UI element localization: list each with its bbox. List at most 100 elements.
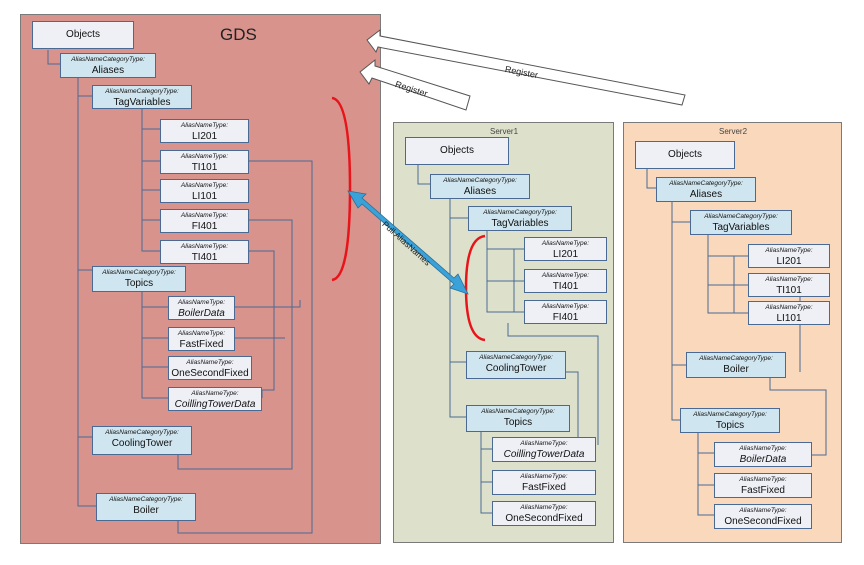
gds-tag-fi401-node[interactable]: AliasNameType: FI401	[160, 209, 249, 233]
node-name: BoilerData	[178, 308, 225, 319]
server1-topic-fastfixed-node[interactable]: AliasNameType: FastFixed	[492, 470, 596, 495]
node-type: AliasNameType:	[180, 153, 229, 160]
node-name: LI101	[191, 191, 218, 202]
node-type: AliasNameType:	[541, 240, 590, 247]
server2-objects-node[interactable]: Objects	[635, 141, 735, 169]
node-type: AliasNameType:	[180, 122, 229, 129]
server1-coolingtower-node[interactable]: AliasNameCategoryType: CoolingTower	[466, 351, 566, 379]
gds-boiler-node[interactable]: AliasNameCategoryType: Boiler	[96, 493, 196, 521]
node-type: AliasNameCategoryType:	[105, 429, 179, 436]
node-type: AliasNameType:	[739, 445, 787, 452]
server2-topic-boilerdata-node[interactable]: AliasNameType: BoilerData	[714, 442, 812, 467]
node-name: Aliases	[689, 189, 723, 200]
server1-aliases-node[interactable]: AliasNameCategoryType: Aliases	[430, 174, 530, 199]
node-type: AliasNameCategoryType:	[693, 411, 767, 418]
node-name: Boiler	[133, 505, 159, 516]
node-name: Aliases	[91, 65, 125, 76]
node-type: AliasNameType:	[191, 390, 239, 397]
server2-boiler-node[interactable]: AliasNameCategoryType: Boiler	[686, 352, 786, 378]
node-name: FI401	[191, 221, 218, 232]
gds-panel	[20, 14, 381, 544]
node-type: AliasNameType:	[739, 507, 787, 514]
node-name: Aliases	[463, 186, 497, 197]
node-type: AliasNameType:	[765, 247, 813, 254]
node-name: OneSecondFixed	[724, 516, 802, 527]
server2-tag-li201-node[interactable]: AliasNameType: LI201	[748, 244, 830, 268]
node-type: AliasNameType:	[739, 476, 787, 483]
server1-title: Server1	[490, 127, 519, 136]
node-name: CoolingTower	[485, 363, 547, 374]
node-type: AliasNameCategoryType:	[481, 408, 555, 415]
gds-aliases-node[interactable]: AliasNameCategoryType: Aliases	[60, 53, 156, 78]
node-name: TI101	[776, 285, 802, 296]
node-name: FastFixed	[522, 482, 566, 493]
server1-tag-li201-node[interactable]: AliasNameType: LI201	[524, 237, 607, 261]
node-type: AliasNameCategoryType:	[71, 56, 145, 63]
node-type: AliasNameCategoryType:	[443, 177, 517, 184]
node-name: FastFixed	[179, 339, 224, 350]
gds-tag-ti101-node[interactable]: AliasNameType: TI101	[160, 150, 249, 174]
server1-topic-onesecondfixed-node[interactable]: AliasNameType: OneSecondFixed	[492, 501, 596, 526]
node-type: AliasNameType:	[541, 272, 590, 279]
node-type: AliasNameType:	[520, 440, 568, 447]
node-name: FastFixed	[741, 485, 785, 496]
node-type: AliasNameCategoryType:	[483, 209, 557, 216]
node-type: AliasNameType:	[177, 330, 226, 337]
server1-tag-fi401-node[interactable]: AliasNameType: FI401	[524, 300, 607, 324]
node-name: Boiler	[723, 364, 749, 375]
node-name: LI201	[552, 249, 579, 260]
node-name: CoolingTower	[111, 438, 173, 449]
server2-topic-fastfixed-node[interactable]: AliasNameType: FastFixed	[714, 473, 812, 498]
node-name: LI101	[776, 313, 802, 324]
node-name: Topics	[124, 278, 154, 289]
node-name: CoillingTowerData	[503, 449, 585, 460]
node-name: TI401	[191, 252, 218, 263]
gds-tag-li201-node[interactable]: AliasNameType: LI201	[160, 119, 249, 143]
node-type: AliasNameCategoryType:	[102, 269, 176, 276]
node-name: TI401	[552, 281, 579, 292]
gds-tagvariables-node[interactable]: AliasNameCategoryType: TagVariables	[92, 85, 192, 109]
server2-topics-node[interactable]: AliasNameCategoryType: Topics	[680, 408, 780, 433]
node-type: AliasNameType:	[520, 504, 568, 511]
node-name: FI401	[552, 312, 579, 323]
node-type: AliasNameCategoryType:	[699, 355, 773, 362]
node-name: Topics	[503, 417, 533, 428]
server1-tagvariables-node[interactable]: AliasNameCategoryType: TagVariables	[468, 206, 572, 231]
gds-coolingtower-node[interactable]: AliasNameCategoryType: CoolingTower	[92, 426, 192, 455]
gds-title: GDS	[220, 25, 257, 44]
server2-aliases-node[interactable]: AliasNameCategoryType: Aliases	[656, 177, 756, 202]
gds-topic-onesecondfixed-node[interactable]: AliasNameType: OneSecondFixed	[168, 356, 252, 380]
node-type: AliasNameCategoryType:	[479, 354, 553, 361]
gds-topics-node[interactable]: AliasNameCategoryType: Topics	[92, 266, 186, 292]
node-type: AliasNameType:	[186, 359, 234, 366]
gds-tag-li101-node[interactable]: AliasNameType: LI101	[160, 179, 249, 203]
gds-objects-node[interactable]: Objects	[32, 21, 134, 49]
node-type: AliasNameType:	[765, 304, 813, 311]
server2-tag-li101-node[interactable]: AliasNameType: LI101	[748, 301, 830, 325]
gds-topic-boilerdata-node[interactable]: AliasNameType: BoilerData	[168, 296, 235, 320]
node-type: AliasNameType:	[541, 303, 590, 310]
node-name: LI201	[191, 131, 218, 142]
server1-topics-node[interactable]: AliasNameCategoryType: Topics	[466, 405, 570, 432]
gds-tag-ti401-node[interactable]: AliasNameType: TI401	[160, 240, 249, 264]
node-name: LI201	[776, 256, 802, 267]
gds-topic-coillingtowerdata-node[interactable]: AliasNameType: CoillingTowerData	[168, 387, 262, 411]
server1-topic-coillingtowerdata-node[interactable]: AliasNameType: CoillingTowerData	[492, 437, 596, 462]
node-name: OneSecondFixed	[171, 368, 249, 379]
node-type: AliasNameType:	[520, 473, 568, 480]
server2-tag-ti101-node[interactable]: AliasNameType: TI101	[748, 273, 830, 297]
server1-tag-ti401-node[interactable]: AliasNameType: TI401	[524, 269, 607, 293]
server1-objects-node[interactable]: Objects	[405, 137, 509, 165]
server2-tagvariables-node[interactable]: AliasNameCategoryType: TagVariables	[690, 210, 792, 235]
server2-topic-onesecondfixed-node[interactable]: AliasNameType: OneSecondFixed	[714, 504, 812, 529]
gds-topic-fastfixed-node[interactable]: AliasNameType: FastFixed	[168, 327, 235, 351]
node-type: AliasNameType:	[180, 182, 229, 189]
node-name: TagVariables	[712, 222, 770, 233]
server2-title: Server2	[719, 127, 748, 136]
node-name: Topics	[715, 420, 745, 431]
node-type: AliasNameType:	[180, 212, 229, 219]
node-type: AliasNameType:	[177, 299, 226, 306]
node-name: OneSecondFixed	[505, 513, 583, 524]
node-name: TagVariables	[113, 97, 171, 108]
